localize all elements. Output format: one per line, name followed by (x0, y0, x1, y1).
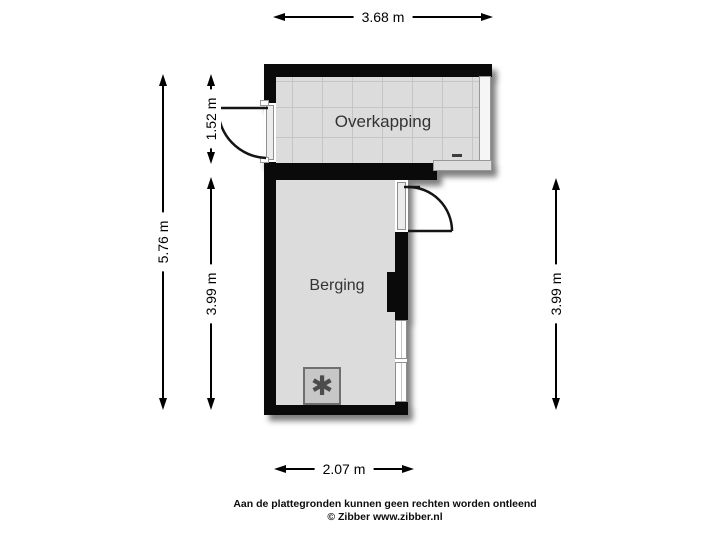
arrowhead-up-icon (207, 177, 215, 189)
dimension-label: 5.76 m (153, 212, 173, 272)
wall-middle (264, 163, 437, 180)
wall-right-pillar (387, 272, 408, 312)
arrowhead-up-icon (552, 178, 560, 190)
dimension-left-total-height: 5.76 m (153, 74, 173, 410)
wall-bottom (264, 405, 408, 415)
dimension-left-overkapping-height: 1.52 m (201, 74, 221, 164)
open-edge-bottom (433, 160, 492, 171)
arrowhead-left-icon (273, 13, 285, 21)
arrowhead-down-icon (207, 398, 215, 410)
room-label-overkapping: Overkapping (334, 112, 432, 131)
arrowhead-right-icon (481, 13, 493, 21)
wall-right-segment (395, 312, 408, 320)
asterisk-icon: ✱ (310, 370, 334, 401)
dimension-label: 3.68 m (353, 7, 413, 27)
footer-credit: © Zibber www.zibber.nl (327, 511, 443, 523)
dimension-bottom-width: 2.07 m (274, 459, 414, 479)
open-edge-right (479, 76, 491, 170)
door-opening-right (395, 180, 408, 232)
floorplan: ✱ (260, 64, 492, 415)
arrowhead-up-icon (207, 74, 215, 86)
dimension-label: 3.99 m (201, 264, 221, 323)
arrowhead-up-icon (159, 74, 167, 86)
window-right (395, 320, 407, 402)
dimension-label: 1.52 m (201, 89, 221, 149)
arrowhead-left-icon (274, 465, 286, 473)
small-marker (452, 154, 462, 157)
wall-right-corner (395, 402, 408, 415)
door-leaf-panel (266, 105, 274, 160)
room-label-berging: Berging (309, 277, 365, 294)
arrowhead-down-icon (552, 398, 560, 410)
door-opening-left (264, 103, 276, 162)
arrowhead-down-icon (207, 152, 215, 164)
boiler-icon: ✱ (303, 367, 341, 405)
arrowhead-down-icon (159, 398, 167, 410)
footer: Aan de plattegronden kunnen geen rechten… (165, 498, 605, 524)
door-jamb (260, 100, 269, 106)
arrowhead-right-icon (402, 465, 414, 473)
overkapping-floor (276, 77, 480, 163)
wall-right-segment (395, 232, 408, 272)
dimension-top-width: 3.68 m (273, 7, 493, 27)
window-divider (395, 358, 407, 363)
dimension-left-berging-height: 3.99 m (201, 177, 221, 410)
footer-disclaimer: Aan de plattegronden kunnen geen rechten… (233, 498, 537, 510)
dimension-right-berging-height: 3.99 m (546, 178, 566, 410)
dimension-label: 3.99 m (546, 264, 566, 324)
door-leaf-panel (397, 182, 406, 230)
door-jamb (260, 157, 269, 163)
door-arc-left (216, 107, 267, 160)
dimension-label: 2.07 m (314, 459, 374, 479)
wall-top (264, 64, 492, 77)
